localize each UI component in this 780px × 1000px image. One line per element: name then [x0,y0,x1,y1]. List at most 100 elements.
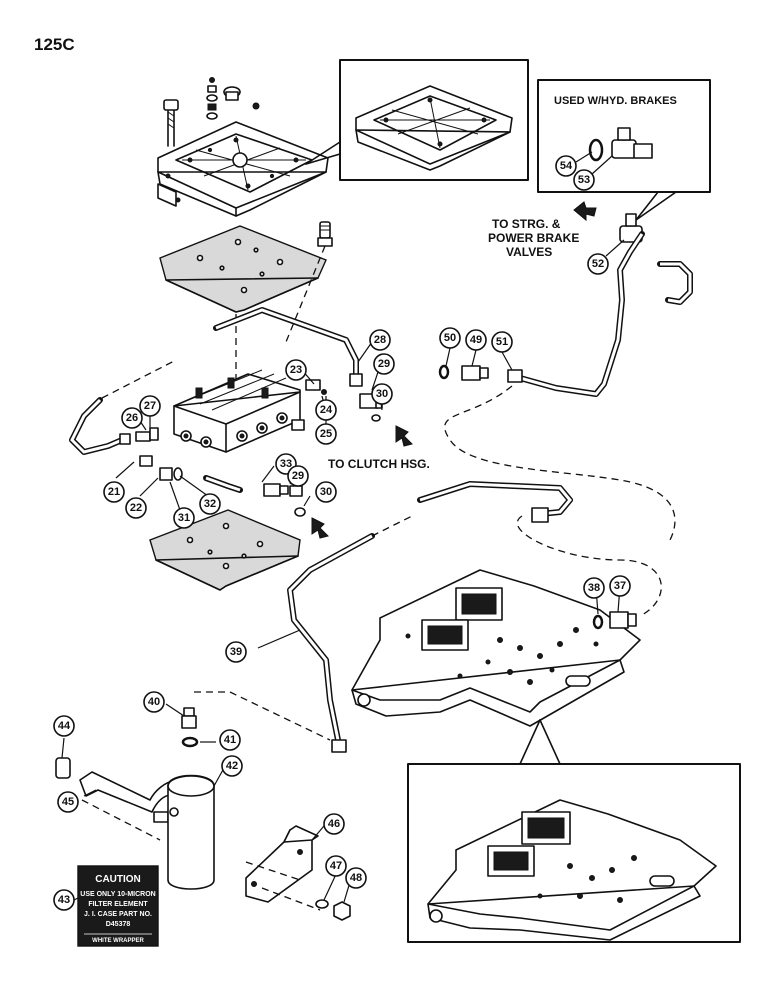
callout-54: 54 [555,155,577,177]
caution-footer: WHITE WRAPPER [92,938,144,944]
svg-text:22: 22 [130,502,142,514]
callout-49: 49 [465,329,487,351]
svg-text:52: 52 [592,258,604,270]
svg-text:40: 40 [148,696,160,708]
caution-title: CAUTION [95,874,141,885]
fittings-37-38 [592,611,637,630]
fitting-40-41 [181,707,199,748]
callout-30a: 30 [371,383,393,405]
bracket-46 [245,825,319,903]
svg-text:42: 42 [226,760,238,772]
svg-text:21: 21 [108,486,120,498]
svg-text:33: 33 [280,458,292,470]
svg-text:24: 24 [320,404,333,416]
clutch-line [417,481,573,523]
callout-50: 50 [439,327,461,349]
svg-text:31: 31 [178,512,190,524]
transmission-plate [351,569,641,727]
callout-52: 52 [587,253,609,275]
page-number: 125C [34,35,75,54]
valve-cover-plate [157,121,329,217]
arrow-lower [311,517,329,539]
svg-text:43: 43 [58,894,70,906]
svg-text:51: 51 [496,336,508,348]
svg-text:48: 48 [350,872,362,884]
inset-box-plate [407,719,741,943]
label-strg-3: VALVES [506,245,552,259]
svg-text:44: 44 [58,720,71,732]
callout-38: 38 [583,577,605,599]
caution-line-4: D45378 [106,921,131,928]
callout-leaders [61,151,625,903]
callout-29b: 29 [287,465,309,487]
callout-43: 43 [53,889,75,911]
callout-26: 26 [121,407,143,429]
arrow-to-clutch [395,425,413,447]
callout-22: 22 [125,497,147,519]
callout-42: 42 [221,755,243,777]
svg-text:25: 25 [320,428,332,440]
svg-text:26: 26 [126,412,138,424]
label-strg-1: TO STRG. & [492,217,561,231]
upper-separator-plate [159,225,327,313]
filter-42 [167,774,215,890]
callout-41: 41 [219,729,241,751]
arrow-to-steering [573,201,597,222]
tee-52-lines [517,213,693,397]
caution-decal: CAUTION USE ONLY 10-MICRON FILTER ELEMEN… [77,865,159,947]
svg-text:37: 37 [614,580,626,592]
lower-separator-plate [149,509,301,591]
callout-39: 39 [225,641,247,663]
svg-text:28: 28 [374,334,386,346]
svg-text:29: 29 [378,358,390,370]
callout-25: 25 [315,423,337,445]
plug [317,221,333,247]
callout-45: 45 [57,791,79,813]
callout-23: 23 [285,359,307,381]
svg-text:29: 29 [292,470,304,482]
svg-text:38: 38 [588,582,600,594]
fittings-49-51 [438,364,523,383]
callout-32: 32 [199,493,221,515]
svg-text:23: 23 [290,364,302,376]
caution-line-1: USE ONLY 10-MICRON [80,891,155,898]
callout-27: 27 [139,395,161,417]
svg-text:49: 49 [470,334,482,346]
callout-21: 21 [103,481,125,503]
callout-31: 31 [173,507,195,529]
callout-51: 51 [491,331,513,353]
svg-text:30: 30 [376,388,388,400]
callout-40: 40 [143,691,165,713]
callout-29a: 29 [373,353,395,375]
callout-44: 44 [53,715,75,737]
callout-46: 46 [323,813,345,835]
svg-text:32: 32 [204,498,216,510]
callout-47: 47 [325,855,347,877]
tube-39 [287,533,375,753]
svg-text:50: 50 [444,332,456,344]
svg-text:41: 41 [224,734,236,746]
svg-text:45: 45 [62,796,74,808]
hyd-brakes-inset: USED W/HYD. BRAKES [537,79,711,221]
svg-text:27: 27 [144,400,156,412]
tube-28 [213,307,363,387]
svg-text:46: 46 [328,818,340,830]
cover-hardware [163,77,260,147]
callout-24: 24 [315,399,337,421]
label-to-clutch: TO CLUTCH HSG. [328,457,430,471]
svg-text:47: 47 [330,860,342,872]
svg-text:54: 54 [560,160,573,172]
callout-37: 37 [609,575,631,597]
caution-line-3: J. I. CASE PART NO. [84,911,152,918]
svg-text:53: 53 [578,174,590,186]
svg-text:30: 30 [320,486,332,498]
inset-box-cover [305,59,529,181]
nut-washer [315,899,351,921]
svg-text:39: 39 [230,646,242,658]
tube-left [69,397,131,455]
control-valve-body [173,369,305,453]
callout-48: 48 [345,867,367,889]
callout-53: 53 [573,169,595,191]
valve-fittings [135,379,383,517]
